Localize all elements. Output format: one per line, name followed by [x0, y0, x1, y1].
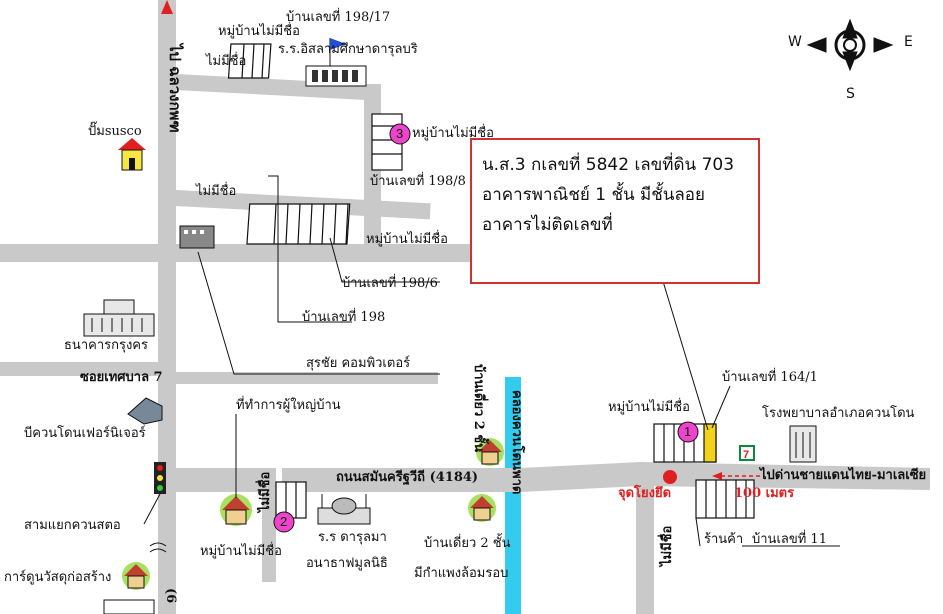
- canal: [505, 377, 521, 614]
- leader-lines: [143, 175, 840, 547]
- marker-1-number: 1: [684, 424, 692, 439]
- distance-label: 100 เมตร: [734, 486, 795, 501]
- soi-no-name-2-label: ไม่มีชื่อ: [196, 184, 237, 199]
- leader-computer: [197, 251, 440, 375]
- village-head-office-label: ที่ทำการผู้ใหญ่บ้าน: [236, 398, 341, 413]
- marker-1-icon: [677, 421, 699, 443]
- north-south-road: [158, 0, 176, 614]
- canal-label: คลองควนโดนพาด: [509, 390, 524, 495]
- block-198-17: [227, 43, 272, 79]
- house-198-8-label: บ้านเลขที่ 198/8: [370, 174, 466, 189]
- mosque-school2-label: อนาธาฟมูลนิธิ: [306, 556, 388, 571]
- house-icon-construction: [122, 562, 150, 590]
- house-198-6-label: บ้านเลขที่ 198/6: [342, 276, 438, 291]
- furniture-label: บีควนโดนเฟอร์นิเจอร์: [24, 426, 146, 441]
- computer-shop-building-icon: [179, 225, 215, 249]
- school-building-icon: [305, 38, 367, 87]
- intersection-label: สามแยกควนสตอ: [24, 518, 121, 533]
- leader-164-1: [711, 385, 731, 429]
- marker-2-number: 2: [280, 514, 288, 529]
- village-1-label: หมู่บ้านไม่มีชื่อ: [608, 400, 690, 415]
- info-line-3: อาคารไม่ติดเลขที่: [482, 215, 613, 235]
- soi-no-name-3-label: ไม่มีชื่อ: [258, 471, 273, 512]
- svg-text:7: 7: [743, 449, 749, 461]
- direction-arrow: [712, 472, 760, 480]
- marker-3-icon: [389, 123, 411, 145]
- traffic-light-icon: [154, 462, 166, 494]
- south-road-number-label: (6: [163, 588, 178, 604]
- house-icon-bottom: [468, 494, 496, 522]
- leader-198-6: [329, 237, 440, 283]
- house-11-label: บ้านเลขที่ 11: [752, 532, 827, 547]
- reference-point-icon: [663, 470, 677, 484]
- main-road-gap: [276, 460, 282, 500]
- info-box: น.ส.3 กเลขที่ 5842 เลขที่ดิน 703 อาคารพา…: [470, 138, 760, 284]
- mosque-icon: [317, 494, 371, 525]
- hospital-building-icon: [789, 425, 817, 463]
- marker-2-icon: [273, 511, 295, 533]
- soi-tesaban-7: [0, 362, 158, 376]
- block-198-8: [246, 203, 351, 245]
- soi-no-name-1: [175, 74, 381, 101]
- house-198-17-label: บ้านเลขที่ 198/17: [286, 10, 391, 25]
- compass-south-label: S: [846, 86, 855, 102]
- house-icon-single: [476, 438, 504, 466]
- markers: [273, 123, 699, 533]
- north-arrow-icon: [161, 0, 173, 14]
- computer-shop-label: สุรชัย คอมพิวเตอร์: [306, 356, 411, 371]
- canal-bridge: [505, 468, 521, 492]
- house-164-1-label: บ้านเลขที่ 164/1: [722, 370, 818, 385]
- seven-eleven-icon: 7: [739, 445, 755, 461]
- gas-station-label: ปั๊มsusco: [88, 124, 142, 139]
- house-icon-village-head: [220, 494, 252, 526]
- to-border-label: ไปด่านชายแดนไทย-มาเลเซีย: [760, 468, 927, 483]
- north-road-label: ไป ฉลวงกพฑ: [166, 44, 184, 133]
- small-soi: [176, 372, 438, 384]
- block-shop: [695, 479, 755, 519]
- shop-label: ร้านค้า: [704, 532, 744, 547]
- construction-label: การ์ดูนวัสดุก่อสร้าง: [4, 570, 112, 585]
- soi-tesaban-7-label: ซอยเทศบาล 7: [80, 370, 163, 385]
- house-198-label: บ้านเลขที่ 198: [302, 310, 386, 325]
- info-line-1: น.ส.3 กเลขที่ 5842 เลขที่ดิน 703: [482, 155, 735, 175]
- leader-198: [268, 175, 352, 323]
- house-blocks: [227, 43, 755, 519]
- village-mid-label: หมู่บ้านไม่มีชื่อ: [366, 232, 448, 247]
- reference-point-label: จุดโยงยึด: [618, 486, 672, 501]
- gas-station-icon: [118, 138, 146, 171]
- village-no-name-top-label: หมู่บ้านไม่มีชื่อ: [218, 24, 300, 39]
- leader-intersection: [143, 493, 161, 525]
- south-road: [636, 486, 654, 614]
- village-2-label: หมู่บ้านไม่มีชื่อ: [200, 544, 282, 559]
- compass-west-label: W: [788, 34, 802, 50]
- school-label: ร.ร.อิสลามศึกษาดารุลบริ: [278, 42, 418, 57]
- single-house-2-floors-label: บ้านเดี่ยว 2 ชั้น: [471, 364, 486, 453]
- break-marks: [149, 542, 167, 553]
- marker-3-number: 3: [396, 126, 404, 141]
- furniture-store-icon: [127, 397, 163, 425]
- bank-building-icon: [83, 299, 155, 337]
- cross-road: [0, 244, 471, 262]
- single-house-bottom-label: บ้านเดี่ยว 2 ชั้น: [424, 536, 511, 551]
- compass-east-label: E: [904, 34, 913, 50]
- soi-no-name-4-label: ไม่มีชื่อ: [660, 525, 675, 566]
- bottom-box: [103, 599, 155, 614]
- bank-label: ธนาคารกรุงคร: [64, 338, 148, 353]
- fenced-label: มีกำแพงล้อมรอบ: [414, 566, 509, 581]
- mosque-school-label: ร.ร ดารุลมา: [318, 530, 387, 545]
- soi-no-name-1-label: ไม่มีชื่อ: [206, 54, 247, 69]
- info-line-2: อาคารพาณิชย์ 1 ชั้น มีชั้นลอย: [482, 185, 705, 205]
- hospital-label: โรงพยาบาลอำเภอควนโดน: [762, 406, 915, 421]
- compass-icon: [806, 18, 894, 72]
- village-3-label: หมู่บ้านไม่มีชื่อ: [412, 126, 494, 141]
- main-road-label: ถนนสมันครีฐวีถี (4184): [336, 470, 479, 485]
- soi-no-name-3: [262, 492, 276, 582]
- leader-shop: [695, 517, 701, 547]
- leader-infobox: [661, 277, 709, 431]
